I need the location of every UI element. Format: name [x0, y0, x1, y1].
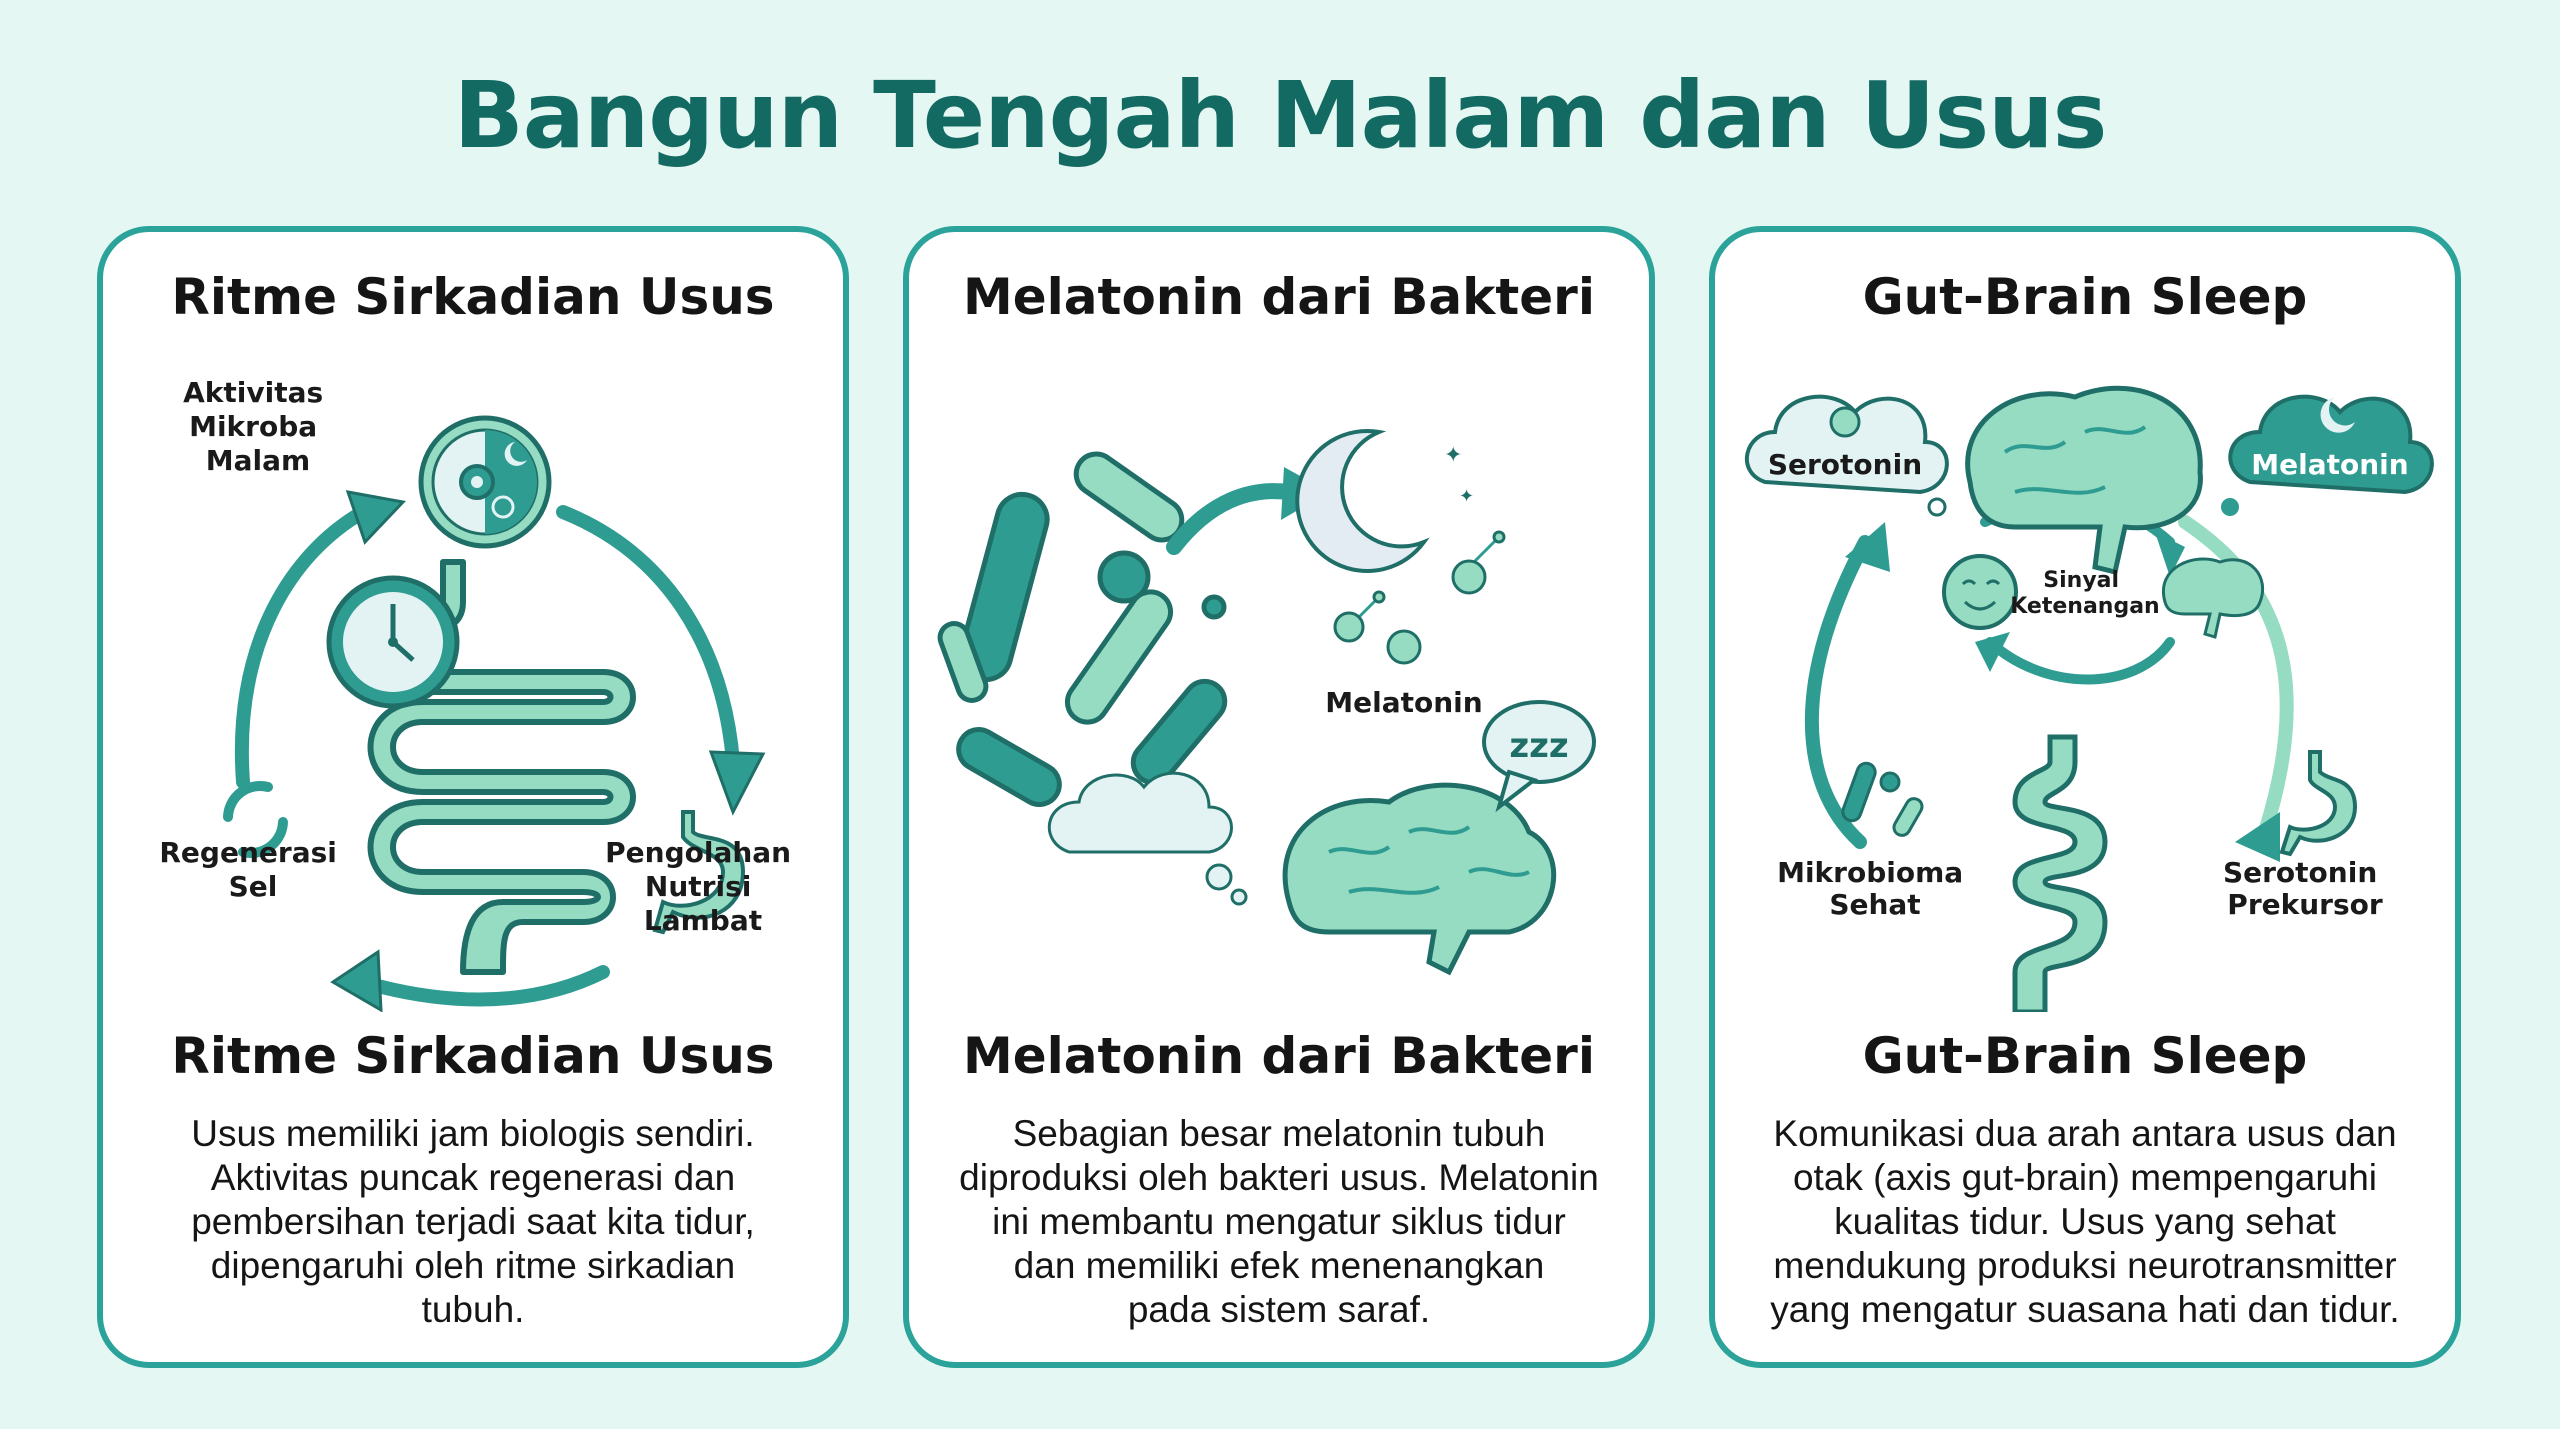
card-melatonin-bacteria: Melatonin dari Bakteri ✦ ✦: [903, 226, 1655, 1368]
card-heading: Gut-Brain Sleep: [1862, 268, 2308, 326]
cloud-icon: [1047, 771, 1248, 906]
label-night-microbe-activity: Aktivitas Mikroba Malam: [183, 376, 333, 477]
brain-icon: [1965, 385, 2203, 576]
circadian-illustration: Aktivitas Mikroba Malam Regenerasi Sel P…: [159, 376, 801, 1012]
clock-icon: [326, 575, 460, 709]
bacteria-icon: [937, 451, 1228, 807]
svg-text:✦: ✦: [1444, 443, 1462, 468]
cycle-arrow-icon: [234, 505, 740, 1007]
label-serotonin: Serotonin: [1768, 448, 1922, 481]
card-heading: Ritme Sirkadian Usus: [171, 268, 775, 326]
cloud-left: Serotonin: [1745, 394, 1949, 517]
intestine-icon: [367, 559, 636, 975]
cloud-right: Melatonin: [2221, 394, 2434, 516]
card-description: Usus memiliki jam biologis sendiri. Akti…: [191, 1113, 755, 1330]
sleep-zzz-text: zzz: [1509, 726, 1568, 766]
label-healthy-microbiome: Mikrobioma Sehat: [1777, 856, 1973, 921]
card-description: Komunikasi dua arah antara usus dan otak…: [1770, 1113, 2400, 1330]
card-subheading: Gut-Brain Sleep: [1862, 1027, 2308, 1085]
intestine-icon: [2012, 734, 2108, 1012]
day-night-gear-clock-icon: [418, 415, 552, 549]
moon-icon: ✦ ✦: [1295, 429, 1474, 573]
card-subheading: Ritme Sirkadian Usus: [171, 1027, 775, 1085]
label-serotonin-precursor: Serotonin Prekursor: [2223, 856, 2387, 921]
brain-icon: [1282, 782, 1557, 976]
card-circadian-rhythm: Ritme Sirkadian Usus: [97, 226, 849, 1368]
svg-text:✦: ✦: [1459, 486, 1474, 507]
speech-bubble-icon: zzz: [1482, 700, 1596, 813]
page-title: Bangun Tengah Malam dan Usus: [453, 62, 2108, 169]
bacteria-icon: [1841, 761, 1924, 837]
stomach-icon: [652, 810, 746, 935]
card-gut-brain-sleep: Gut-Brain Sleep Serotonin: [1709, 226, 2461, 1368]
label-melatonin: Melatonin: [2251, 448, 2408, 481]
label-melatonin: Melatonin: [1325, 686, 1482, 719]
card-heading: Melatonin dari Bakteri: [963, 268, 1595, 326]
melatonin-illustration: ✦ ✦ Melatonin zzz: [937, 429, 1596, 976]
moon-icon: [2320, 397, 2355, 433]
card-description: Sebagian besar melatonin tubuh diproduks…: [959, 1113, 1599, 1330]
card-subheading: Melatonin dari Bakteri: [963, 1027, 1595, 1085]
label-cell-regeneration: Regenerasi Sel: [159, 836, 346, 903]
small-brain-icon: [2161, 557, 2265, 639]
molecule-icon: [1333, 530, 1506, 665]
label-slow-nutrient-processing: Pengolahan Nutrisi Lambat: [605, 836, 801, 937]
smiley-icon: [1942, 554, 2018, 630]
stomach-icon: [2279, 750, 2358, 857]
sun-icon: [1829, 406, 1861, 438]
label-calm-signal: Sinyal Ketenangan: [2010, 568, 2159, 619]
recycle-arrows-icon: [223, 780, 288, 859]
gut-brain-illustration: Serotonin Melatonin Sinyal Ketenangan: [1745, 385, 2434, 1012]
